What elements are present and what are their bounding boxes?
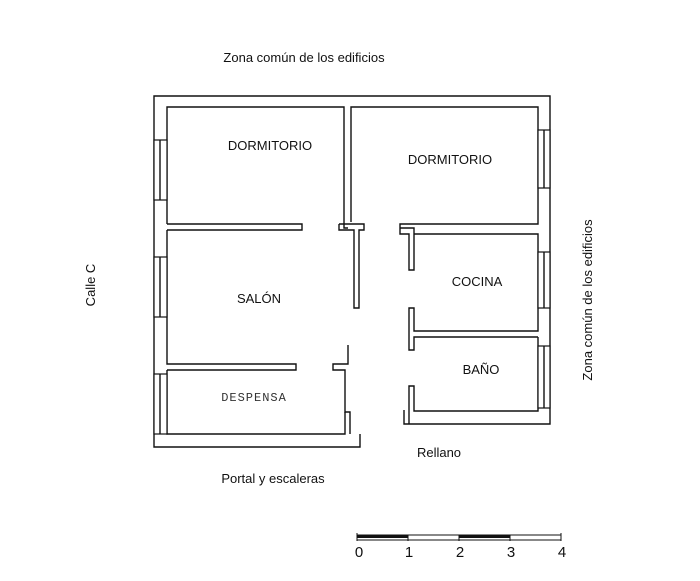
central-partitions <box>338 223 365 309</box>
scale-tick-4: 4 <box>558 544 566 561</box>
scale-tick-1: 1 <box>405 544 413 561</box>
street-label: Calle C <box>83 264 98 307</box>
room-label-salon: SALÓN <box>237 291 281 306</box>
room-dormitorio-right-walls <box>350 106 539 228</box>
room-label-bano: BAÑO <box>463 362 500 377</box>
top-zone-label: Zona común de los edificios <box>223 50 385 65</box>
room-label-cocina: COCINA <box>452 274 503 289</box>
left-windows <box>153 139 168 435</box>
room-bano-walls <box>408 337 539 424</box>
room-salon-walls <box>166 230 297 371</box>
room-dormitorio-left-walls <box>166 106 348 231</box>
room-label-dormitorio-right: DORMITORIO <box>408 152 492 167</box>
scale-segment-1 <box>357 535 408 538</box>
scale-tick-2: 2 <box>456 544 464 561</box>
scale-segment-3 <box>459 535 510 538</box>
scale-tick-3: 3 <box>507 544 515 561</box>
right-windows <box>537 129 551 409</box>
landing-label: Rellano <box>417 445 461 460</box>
room-cocina-walls <box>399 227 539 351</box>
scale-bar: 0 1 2 3 4 <box>355 533 566 561</box>
right-zone-label: Zona común de los edificios <box>580 219 595 381</box>
outer-walls <box>153 95 551 448</box>
room-label-dormitorio-left: DORMITORIO <box>228 138 312 153</box>
scale-tick-0: 0 <box>355 544 363 561</box>
room-label-despensa: DESPENSA <box>221 391 287 405</box>
portal-label: Portal y escaleras <box>221 471 325 486</box>
